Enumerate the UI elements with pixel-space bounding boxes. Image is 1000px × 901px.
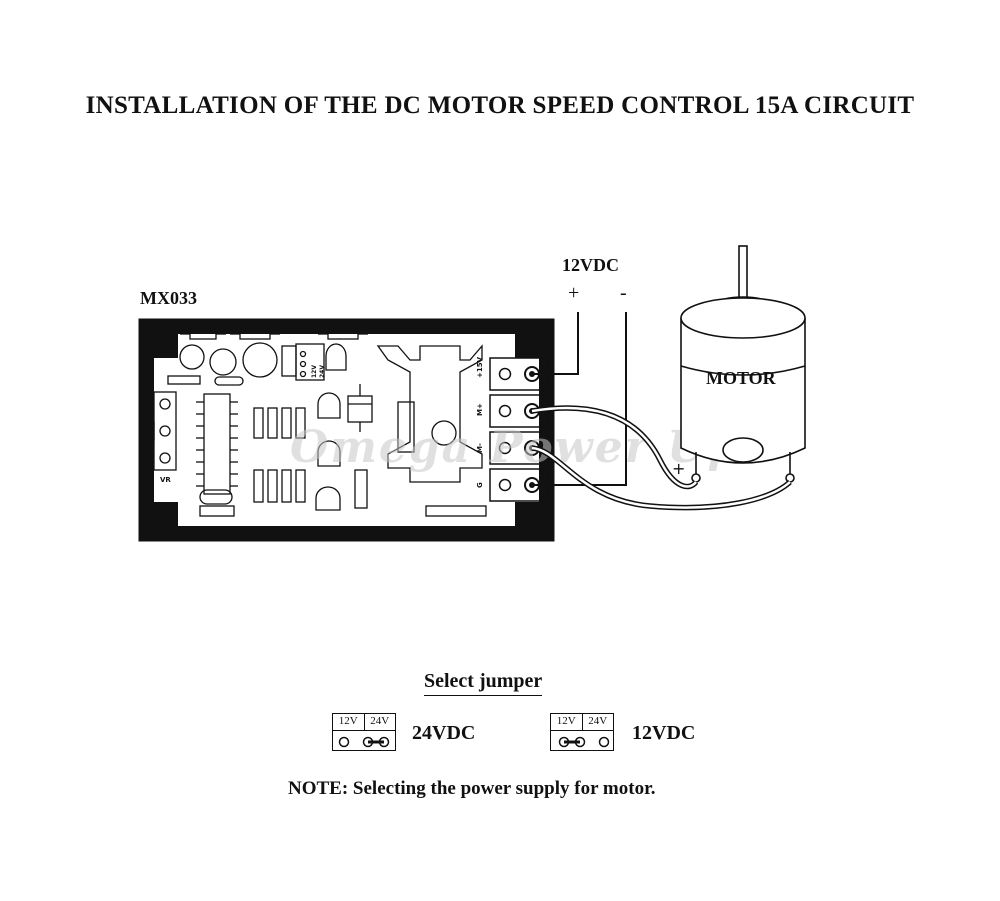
motor-wires <box>531 405 792 511</box>
terminal-label-1: +15V <box>476 356 484 378</box>
supply-wires <box>532 312 627 486</box>
motor-body <box>680 245 806 483</box>
terminal-label-4: G <box>476 482 484 488</box>
jumper-pins-24v <box>338 736 390 748</box>
pot-label: VR <box>160 476 171 484</box>
board-components <box>146 329 487 517</box>
supply-plus-sign: + <box>568 282 580 304</box>
page-title: INSTALLATION OF THE DC MOTOR SPEED CONTR… <box>85 92 915 119</box>
supply-minus-sign: - <box>620 282 627 304</box>
jumper-pin-label: 12V <box>551 714 583 730</box>
jumper-box-24v: 12V 24V <box>332 713 396 751</box>
board-jumper-label-1: 12V <box>311 365 318 378</box>
jumper-pin-label: 24V <box>370 715 390 727</box>
jumper-pin-label: 12V <box>333 714 365 730</box>
motor-label: MOTOR <box>706 368 776 388</box>
board-label: MX033 <box>140 288 197 308</box>
jumper-option-24v-label: 24VDC <box>412 722 476 744</box>
board-jumper-label-2: 24V <box>319 365 326 378</box>
motor-plus-mark: + <box>672 459 685 478</box>
terminal-label-3: M- <box>476 443 484 453</box>
jumper-pin-label: 24V <box>588 715 608 727</box>
jumper-option-12v-label: 12VDC <box>632 722 696 744</box>
jumper-note: NOTE: Selecting the power supply for mot… <box>288 778 656 799</box>
select-jumper-title: Select jumper <box>424 670 543 696</box>
jumper-box-12v: 12V 24V <box>550 713 614 751</box>
jumper-pins-12v <box>558 736 610 748</box>
supply-voltage-label: 12VDC <box>562 255 619 275</box>
terminal-label-2: M+ <box>476 403 484 416</box>
board-text: VR +15V M+ M- G 12V 24V <box>160 356 484 488</box>
